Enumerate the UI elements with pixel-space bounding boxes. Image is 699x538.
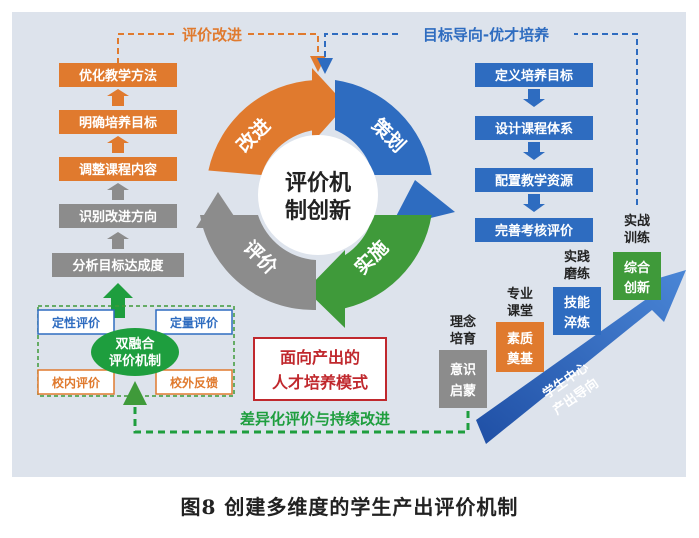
internal-eval-label: 校内评价 xyxy=(52,375,101,390)
stage-title: 训练 xyxy=(624,230,650,246)
cycle-segment-plan xyxy=(335,80,432,175)
top-right-label: 目标导向-优才培养 xyxy=(423,26,550,44)
right-step-box xyxy=(475,116,593,140)
left-step-label: 优化教学方法 xyxy=(79,68,157,84)
dual-fusion-badge xyxy=(91,328,179,376)
left-step-box xyxy=(52,253,184,277)
stage-box-label: 奠基 xyxy=(506,351,534,367)
right-step-label: 配置教学资源 xyxy=(495,173,573,189)
stage-box-label: 创新 xyxy=(623,280,650,296)
quantitative-label: 定量评价 xyxy=(170,315,219,330)
up-arrow-icon xyxy=(107,136,129,153)
top-left-dashed-arrow-to-cycle xyxy=(300,33,326,72)
down-arrow-icon xyxy=(523,194,545,212)
left-step-box xyxy=(59,157,177,181)
cycle-segment-evaluate xyxy=(200,215,316,311)
cycle-arrow-head xyxy=(312,68,346,143)
dual-fusion-title: 评价机制 xyxy=(109,353,161,369)
right-step-box xyxy=(475,218,593,242)
left-step-box xyxy=(59,63,177,87)
stage-title: 理念 xyxy=(450,314,476,330)
top-left-label: 评价改进 xyxy=(182,26,242,44)
stage-box xyxy=(439,350,487,408)
left-step-label: 识别改进方向 xyxy=(79,209,157,225)
qualitative-label: 定性评价 xyxy=(52,315,101,330)
stage-box-label: 素质 xyxy=(507,331,533,347)
dual-panel-frame xyxy=(37,305,235,397)
up-arrow-icon xyxy=(107,232,129,249)
cycle-center xyxy=(258,135,378,255)
right-step-label: 定义培养目标 xyxy=(494,68,573,84)
qualitative-box xyxy=(37,309,115,335)
stage-2: 专业 课堂 素质 奠基 xyxy=(496,286,544,372)
quantitative-box xyxy=(155,309,233,335)
stage-title: 磨练 xyxy=(564,266,590,282)
stage-title: 实践 xyxy=(564,249,590,265)
down-arrow-icon xyxy=(523,142,545,160)
stage-3: 实践 磨练 技能 淬炼 xyxy=(553,249,601,335)
cycle-segment-improve xyxy=(208,80,315,175)
stage-box-label: 淬炼 xyxy=(564,315,590,331)
left-step-label: 明确培养目标 xyxy=(79,115,157,131)
dual-evaluation-panel: 定性评价 定量评价 校内评价 校外反馈 双融合 评价机制 xyxy=(37,305,235,397)
cycle-segment-implement xyxy=(336,215,432,310)
internal-eval-box xyxy=(37,369,115,395)
right-step-box xyxy=(475,63,593,87)
external-feedback-label: 校外反馈 xyxy=(170,375,218,390)
stage-box-label: 技能 xyxy=(564,295,590,311)
right-step-box xyxy=(475,168,593,192)
left-step-column: 优化教学方法 明确培养目标 调整课程内容 识别改进方向 分析目标达成度 xyxy=(52,63,184,318)
bottom-loop-label: 差异化评价与持续改进 xyxy=(240,410,390,428)
training-mode-title: 人才培养模式 xyxy=(272,373,368,392)
right-step-label: 完善考核评价 xyxy=(495,223,574,239)
left-step-label: 分析目标达成度 xyxy=(72,258,164,274)
external-feedback-box xyxy=(155,369,233,395)
training-mode-box xyxy=(253,337,387,401)
stage-1: 理念 培育 意识 启蒙 xyxy=(439,314,487,408)
stage-box-label: 启蒙 xyxy=(450,383,476,399)
stage-box-label: 意识 xyxy=(450,362,476,378)
stage-box-label: 综合 xyxy=(624,260,651,276)
up-arrow-icon xyxy=(107,183,129,200)
cycle-ring: 评价机 制创新 改进 策划 实施 评价 xyxy=(196,68,455,328)
stage-title: 课堂 xyxy=(507,303,533,319)
stage-4: 实战 训练 综合 创新 xyxy=(613,213,661,300)
right-step-label: 设计课程体系 xyxy=(495,121,573,137)
top-right-dashed-arrow xyxy=(317,33,638,205)
cycle-arrow-head xyxy=(196,192,242,228)
left-step-box xyxy=(59,110,177,134)
stage-title: 专业 xyxy=(507,286,533,302)
stage-box xyxy=(553,287,601,335)
training-mode-title: 面向产出的 xyxy=(280,348,360,367)
cycle-arrow-head xyxy=(306,250,345,328)
green-up-arrow-icon xyxy=(103,283,133,318)
top-left-label-bg xyxy=(176,24,248,44)
student-centered-big-arrow xyxy=(476,270,686,444)
cycle-center-title: 评价机 xyxy=(285,171,351,196)
cycle-center-title: 制创新 xyxy=(285,198,351,224)
down-arrow-icon xyxy=(523,89,545,107)
dual-fusion-title: 双融合 xyxy=(115,336,155,352)
stage-box xyxy=(613,252,661,300)
stage-title: 实战 xyxy=(624,213,650,229)
up-arrow-icon xyxy=(107,89,129,106)
top-right-label-bg xyxy=(398,24,574,44)
right-step-column: 定义培养目标 设计课程体系 配置教学资源 完善考核评价 xyxy=(475,63,593,242)
stage-title: 培育 xyxy=(450,331,476,347)
left-step-label: 调整课程内容 xyxy=(79,162,157,178)
bottom-green-dashed-arrow xyxy=(123,381,470,434)
figure-caption: 图8 创建多维度的学生产出评价机制 xyxy=(180,495,519,519)
left-step-box xyxy=(59,204,177,228)
stage-box xyxy=(496,322,544,372)
